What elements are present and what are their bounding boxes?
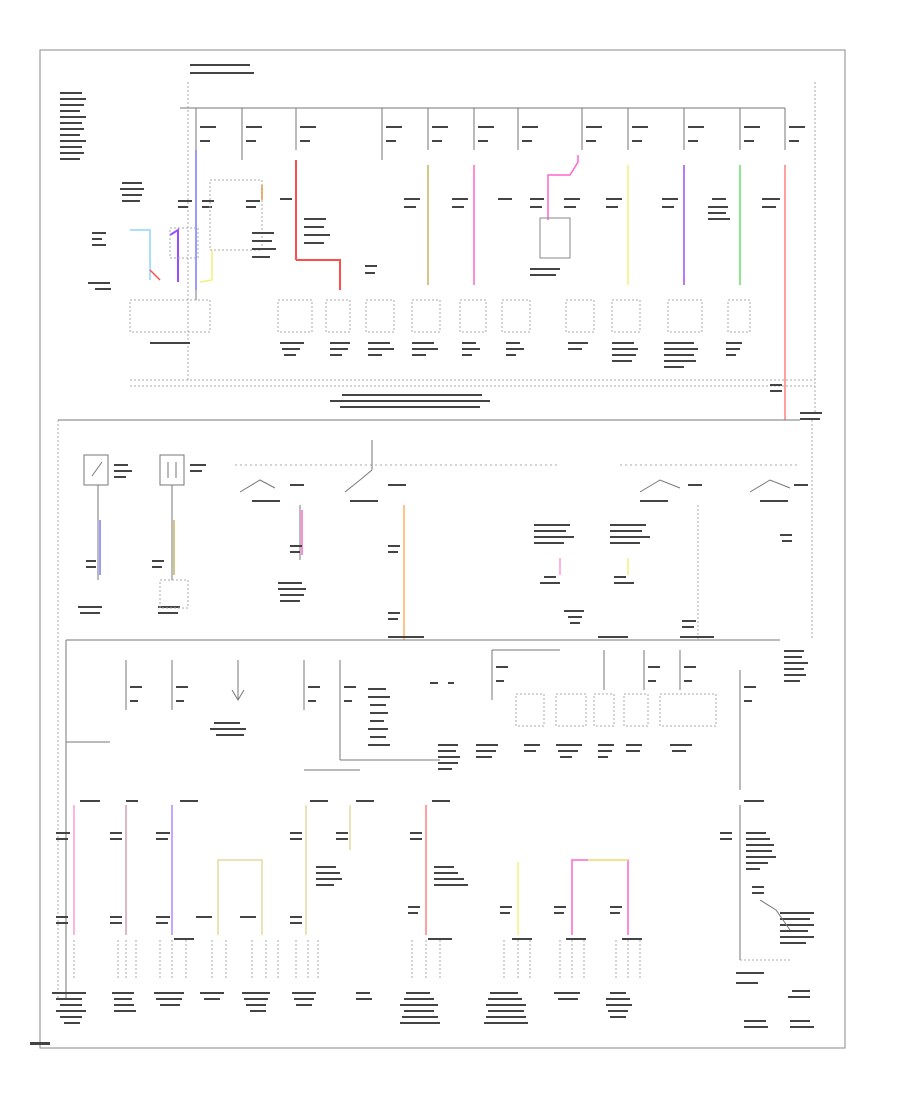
ignition-switch-section (57, 419, 813, 1000)
distribution-section (65, 636, 780, 1000)
fuse-box-section (60, 64, 822, 420)
diagram-frame (39, 49, 846, 1049)
loads-section (30, 741, 814, 1045)
